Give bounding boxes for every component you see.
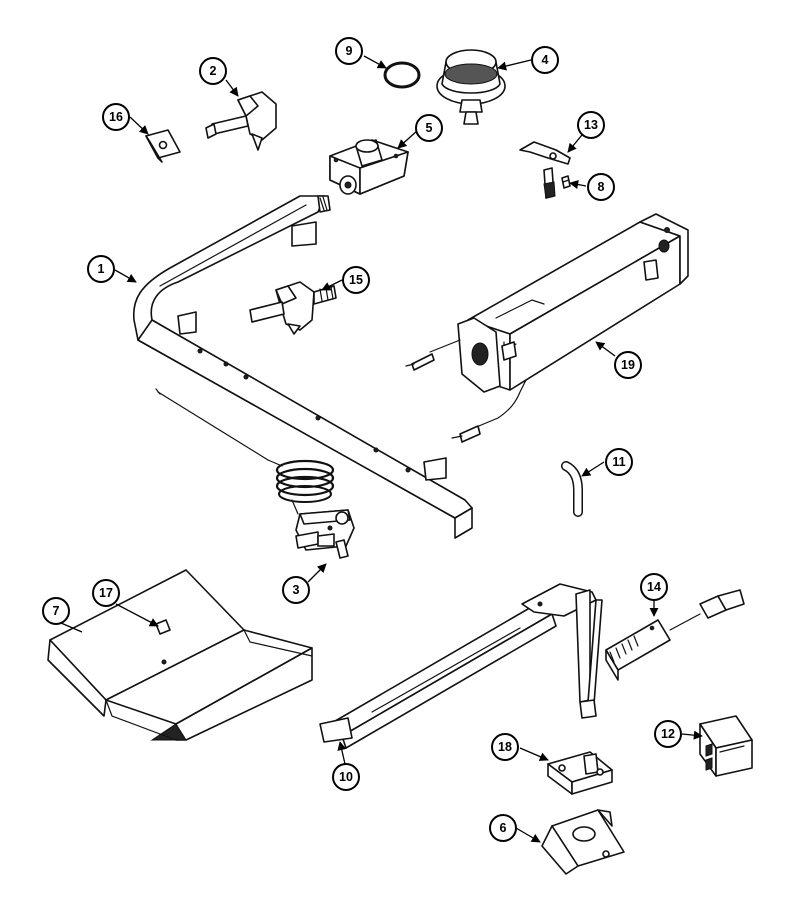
bracket-part-13 <box>519 141 571 199</box>
callout-2: 2 <box>199 57 227 85</box>
callout-18-label: 18 <box>498 740 512 754</box>
shield-part-7 <box>47 569 313 741</box>
callout-10: 10 <box>332 763 360 791</box>
callout-17: 17 <box>92 579 120 607</box>
callout-19-label: 19 <box>621 358 635 372</box>
callout-14: 14 <box>640 573 668 601</box>
callout-12-label: 12 <box>661 727 675 741</box>
callout-6-label: 6 <box>500 821 507 835</box>
callout-12: 12 <box>654 720 682 748</box>
callout-18: 18 <box>491 733 519 761</box>
callout-19: 19 <box>614 351 642 379</box>
callout-17-label: 17 <box>99 586 113 600</box>
callout-8-label: 8 <box>598 180 605 194</box>
screw-part-8 <box>561 175 571 189</box>
callout-2-label: 2 <box>210 64 217 78</box>
burner-tube-part-19 <box>405 213 689 443</box>
regulator-part-5 <box>329 139 409 195</box>
callout-3-label: 3 <box>293 583 300 597</box>
callout-10-label: 10 <box>339 770 353 784</box>
thermostat-part-3 <box>155 388 355 559</box>
callout-6: 6 <box>489 814 517 842</box>
callout-16-label: 16 <box>109 110 123 124</box>
callout-7: 7 <box>42 597 70 625</box>
callout-9-label: 9 <box>346 44 353 58</box>
callout-5-label: 5 <box>426 121 433 135</box>
callout-8: 8 <box>587 173 615 201</box>
callout-13: 13 <box>577 111 605 139</box>
callout-11: 11 <box>605 448 633 476</box>
callout-5: 5 <box>415 114 443 142</box>
leader-lines <box>53 55 703 843</box>
callout-4-label: 4 <box>542 53 549 67</box>
burner-part-4 <box>436 49 506 125</box>
igniter-part-14 <box>605 589 745 681</box>
callout-15-label: 15 <box>349 273 363 287</box>
callout-11-label: 11 <box>612 455 625 469</box>
callout-15: 15 <box>342 266 370 294</box>
clip-part-16 <box>145 129 181 163</box>
callout-7-label: 7 <box>53 604 60 618</box>
callout-14-label: 14 <box>647 580 661 594</box>
callout-1: 1 <box>87 255 115 283</box>
callout-1-label: 1 <box>98 262 105 276</box>
switch-part-18 <box>547 751 613 795</box>
burner-part-10 <box>319 583 603 749</box>
callout-9: 9 <box>335 37 363 65</box>
callout-3: 3 <box>282 576 310 604</box>
valve-part-15 <box>249 281 337 335</box>
bracket-part-6 <box>541 809 625 875</box>
igniter-module-part-12 <box>699 715 753 777</box>
hose-part-11 <box>561 461 583 517</box>
manifold-pipe-part <box>132 195 473 539</box>
callout-4: 4 <box>531 46 559 74</box>
o-ring-part-9 <box>383 61 421 89</box>
callout-16: 16 <box>102 103 130 131</box>
valve-part-2 <box>205 91 277 151</box>
callout-13-label: 13 <box>584 118 598 132</box>
